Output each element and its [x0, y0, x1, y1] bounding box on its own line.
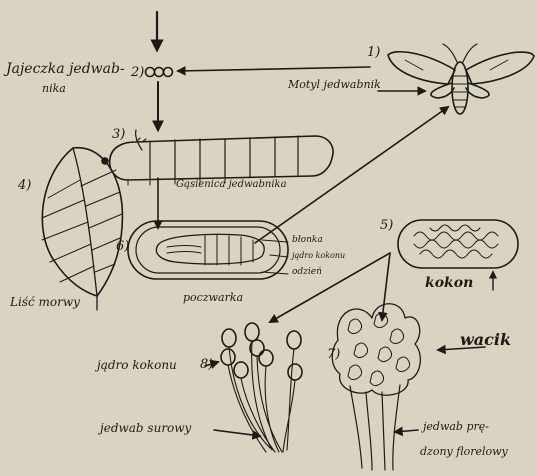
label-pupa-skin: błonka [292, 236, 323, 245]
label-eggs-line2: nika [42, 83, 66, 94]
number-3: 3) [112, 128, 125, 141]
number-2: 2) [131, 66, 144, 79]
label-mulberry-leaf: Liść morwy [10, 296, 80, 308]
label-eggs-line1: Jajeczka jedwab- [6, 62, 125, 76]
label-moth: Motyl jedwabnik [288, 79, 381, 90]
arrow-cocoon-to-core [270, 253, 390, 322]
caterpillar-drawing [102, 130, 333, 185]
number-7: 7) [327, 348, 340, 361]
label-cocoon-core: jądro kokonu [97, 359, 177, 371]
number-4: 4) [18, 179, 31, 192]
label-floss-silk-line1: jedwab prę- [423, 421, 489, 432]
leader-pupa-skin [262, 240, 288, 242]
number-1: 1) [367, 46, 380, 59]
label-pupa-core: jądro kokonu [292, 252, 345, 260]
arrow-pupa-to-moth [255, 107, 448, 243]
number-8: 8) [200, 358, 213, 371]
number-6: 6) [116, 240, 129, 253]
moth-drawing [388, 44, 534, 114]
mulberry-leaf-drawing [42, 148, 122, 310]
arrow-floss-silk [395, 430, 418, 432]
floss-silk-drawing [332, 304, 420, 470]
arrow-moth-to-eggs [178, 67, 370, 71]
label-floss-silk-line2: dzony florelowy [420, 446, 508, 457]
pupa-drawing [128, 221, 288, 279]
label-pupa: poczwarka [183, 292, 243, 303]
label-raw-silk: jedwab surowy [100, 422, 191, 434]
cocoon-drawing [398, 220, 518, 268]
eggs-drawing [146, 68, 173, 77]
arrow-cocoon-to-floss [382, 253, 390, 320]
label-cocoon: kokon [425, 276, 473, 290]
label-heater: wacik [460, 332, 511, 348]
label-caterpillar: Gąsienica jedwabnika [176, 180, 287, 190]
number-5: 5) [380, 219, 393, 232]
label-pupa-shell: odzień [292, 268, 322, 277]
